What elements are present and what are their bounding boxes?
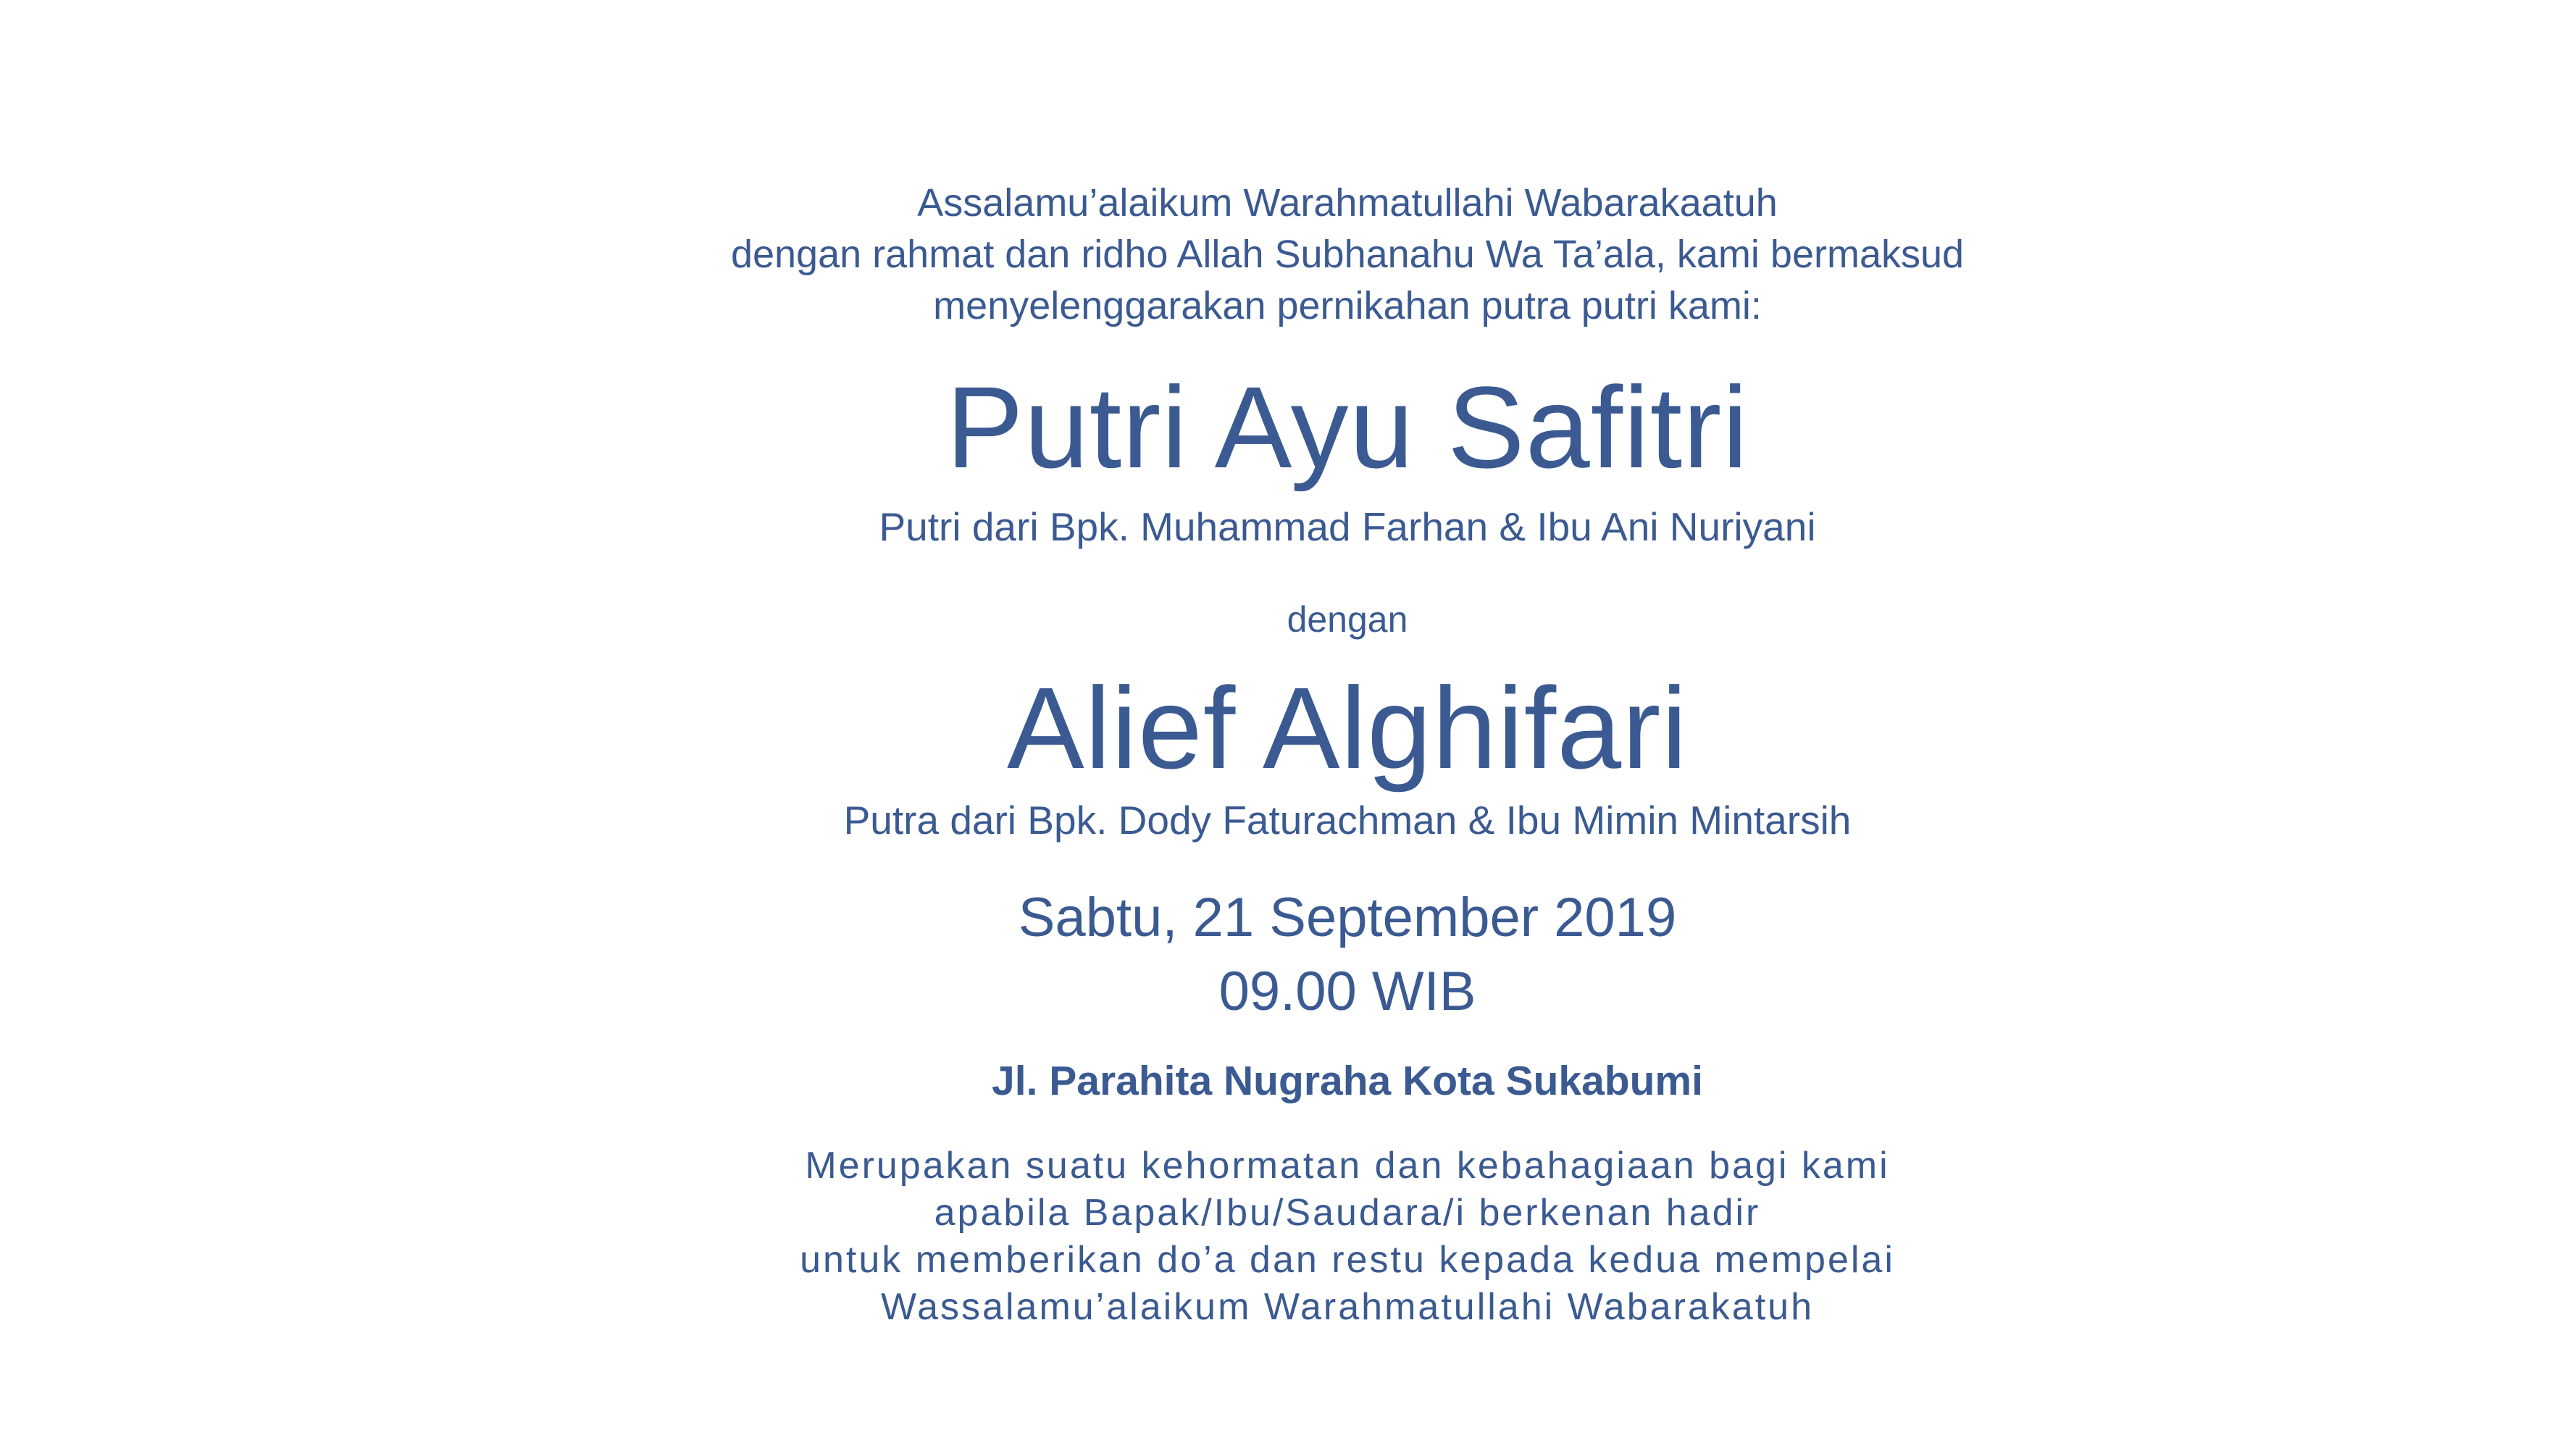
- greeting-line: dengan rahmat dan ridho Allah Subhanahu …: [730, 233, 1965, 276]
- event-time: 09.00 WIB: [1218, 961, 1476, 1022]
- closing-line: Merupakan suatu kehormatan dan kebahagia…: [805, 1145, 1890, 1187]
- groom-name: Alief Alghifari: [1007, 663, 1688, 793]
- groom-parents: Putra dari Bpk. Dody Faturachman & Ibu M…: [843, 798, 1852, 843]
- greeting-line: menyelenggarakan pernikahan putra putri …: [933, 284, 1762, 327]
- closing-line: Wassalamu’alaikum Warahmatullahi Wabarak…: [880, 1286, 1814, 1328]
- bride-name: Putri Ayu Safitri: [946, 362, 1749, 492]
- closing-line: apabila Bapak/Ibu/Saudara/i berkenan had…: [934, 1192, 1761, 1234]
- closing-message: Merupakan suatu kehormatan dan kebahagia…: [724, 1143, 1970, 1331]
- closing-line: untuk memberikan do’a dan restu kepada k…: [800, 1239, 1895, 1281]
- event-date: Sabtu, 21 September 2019: [1018, 887, 1677, 948]
- event-venue: Jl. Parahita Nugraha Kota Sukabumi: [992, 1058, 1703, 1104]
- connector-word: dengan: [1287, 599, 1408, 640]
- bride-parents: Putri dari Bpk. Muhammad Farhan & Ibu An…: [879, 504, 1816, 549]
- opening-greeting: Assalamu’alaikum Warahmatullahi Wabaraka…: [724, 178, 1970, 332]
- greeting-line: Assalamu’alaikum Warahmatullahi Wabaraka…: [917, 181, 1778, 225]
